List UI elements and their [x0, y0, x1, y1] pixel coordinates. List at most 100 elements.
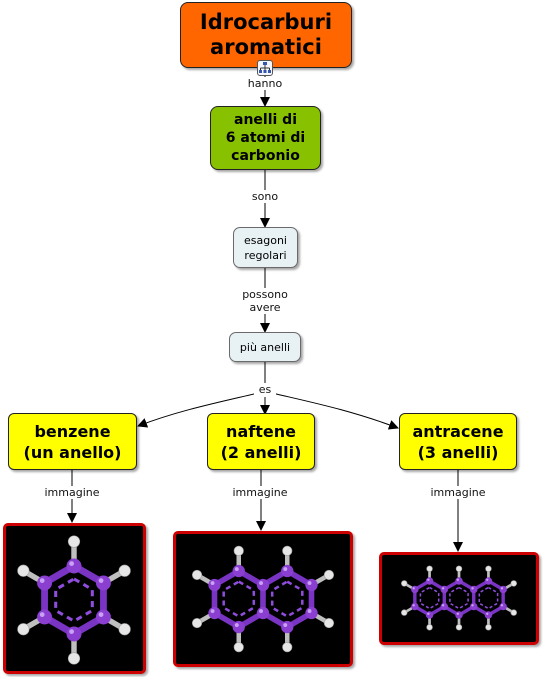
link-label-possono-avere: possono avere — [236, 288, 294, 314]
carbon-highlight — [210, 581, 215, 585]
aromatic-ring — [449, 586, 469, 610]
carbon-atom — [305, 578, 318, 592]
carbon-highlight — [456, 612, 459, 615]
carbon-highlight — [441, 587, 445, 590]
concept-root[interactable]: Idrocarburi aromatici — [180, 2, 352, 68]
carbon-atom — [256, 606, 270, 620]
hydrogen-atom — [17, 564, 30, 577]
hydrogen-atom — [191, 618, 203, 629]
hierarchy-icon[interactable] — [257, 60, 273, 76]
carbon-atom — [469, 585, 478, 594]
carbon-highlight — [283, 623, 288, 627]
hydrogen-atom — [67, 535, 81, 548]
hydrogen-atom — [191, 569, 203, 580]
carbon-atom — [95, 575, 111, 591]
aromatic-ring — [222, 580, 256, 618]
naphthalene-image — [173, 531, 353, 667]
carbon-atom — [469, 602, 478, 611]
hydrogen-atom — [17, 623, 30, 636]
carbon-highlight — [412, 604, 415, 607]
carbon-atom — [95, 609, 111, 625]
concept-anthracene[interactable]: antracene (3 anelli) — [399, 413, 517, 470]
carbon-highlight — [427, 612, 430, 615]
carbon-highlight — [234, 567, 239, 571]
hydrogen-atom — [485, 565, 492, 572]
carbon-atom — [66, 626, 82, 642]
link-label-es: es — [254, 383, 276, 396]
concept-naphthalene[interactable]: naftene (2 anelli) — [207, 413, 315, 470]
hydrogen-atom — [233, 545, 244, 556]
naphthalene-molecule — [191, 545, 335, 653]
concept-rings[interactable]: anelli di 6 atomi di carbonio — [210, 106, 321, 170]
hydrogen-atom — [233, 642, 244, 653]
hydrogen-atom — [282, 642, 293, 653]
carbon-highlight — [500, 604, 504, 607]
link-label-hanno: hanno — [244, 77, 286, 90]
link-es-benzene — [137, 392, 259, 428]
aromatic-ring — [54, 577, 94, 623]
carbon-atom — [499, 585, 507, 594]
carbon-highlight — [39, 578, 45, 583]
hydrogen-atom — [323, 618, 335, 629]
carbon-highlight — [259, 581, 263, 585]
concept-hexagons[interactable]: esagoni regolari — [233, 227, 298, 268]
carbon-atom — [208, 606, 221, 620]
carbon-atom — [411, 585, 419, 594]
carbon-highlight — [283, 567, 288, 571]
carbon-highlight — [98, 612, 104, 617]
carbon-highlight — [98, 578, 104, 583]
hydrogen-atom — [118, 623, 131, 636]
carbon-atom — [305, 606, 318, 620]
carbon-highlight — [456, 578, 459, 581]
hydrogen-atom — [426, 624, 433, 631]
carbon-highlight — [471, 587, 474, 590]
carbon-atom — [484, 577, 493, 585]
carbon-atom — [499, 602, 507, 611]
carbon-atom — [411, 602, 419, 611]
anthracene-image — [379, 552, 539, 645]
link-es-anthracene — [271, 392, 399, 430]
carbon-highlight — [412, 587, 415, 590]
anthracene-molecule — [401, 565, 517, 631]
carbon-atom — [256, 578, 270, 592]
hydrogen-atom — [426, 565, 433, 572]
carbon-highlight — [441, 604, 445, 607]
hydrogen-atom — [282, 545, 293, 556]
benzene-molecule — [17, 535, 131, 665]
hydrogen-atom — [510, 609, 517, 616]
carbon-atom — [281, 620, 294, 634]
hydrogen-atom — [455, 624, 463, 631]
carbon-atom — [208, 578, 221, 592]
link-label-sono: sono — [246, 190, 284, 203]
carbon-atom — [425, 611, 434, 619]
carbon-atom — [66, 558, 82, 574]
carbon-atom — [455, 577, 463, 585]
carbon-atom — [455, 611, 463, 619]
link-label-immagine-2: immagine — [228, 486, 292, 499]
carbon-highlight — [69, 561, 74, 566]
carbon-atom — [425, 577, 434, 585]
concept-benzene[interactable]: benzene (un anello) — [8, 413, 137, 470]
carbon-atom — [232, 620, 245, 634]
carbon-highlight — [234, 623, 239, 627]
carbon-atom — [281, 564, 294, 578]
carbon-highlight — [427, 578, 430, 581]
aromatic-ring — [419, 586, 440, 610]
carbon-highlight — [500, 587, 504, 590]
carbon-highlight — [486, 578, 489, 581]
carbon-atom — [37, 609, 53, 625]
benzene-image — [3, 523, 146, 674]
carbon-highlight — [307, 581, 312, 585]
carbon-atom — [37, 575, 53, 591]
link-label-immagine-1: immagine — [40, 486, 104, 499]
hydrogen-atom — [401, 580, 408, 587]
carbon-highlight — [69, 629, 74, 634]
link-label-immagine-3: immagine — [426, 486, 490, 499]
carbon-highlight — [39, 612, 45, 617]
concept-multi-rings[interactable]: più anelli — [229, 332, 301, 362]
carbon-atom — [232, 564, 245, 578]
carbon-atom — [440, 585, 449, 594]
hydrogen-atom — [67, 652, 81, 665]
carbon-atom — [440, 602, 449, 611]
